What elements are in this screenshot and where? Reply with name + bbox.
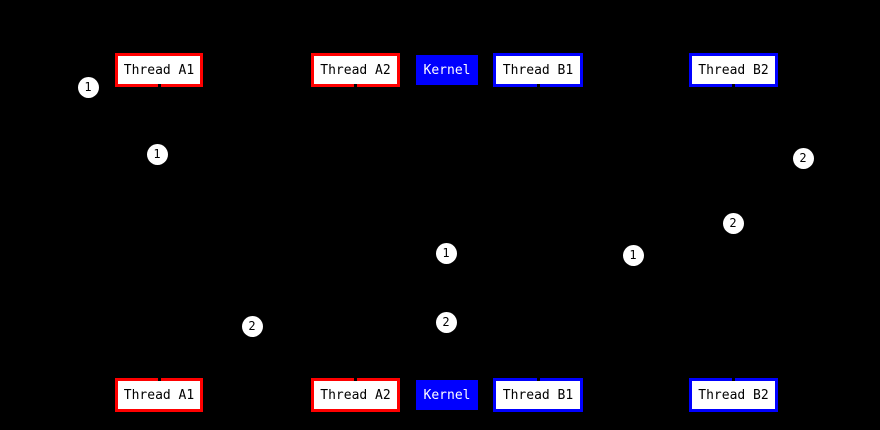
participant-label: Thread A2 — [320, 387, 391, 403]
participant-box-thread-a1-top: Thread A1 — [115, 53, 203, 87]
lifeline-thread-b1 — [536, 84, 540, 381]
participant-label: Thread B2 — [698, 62, 769, 78]
step-marker-2: 2 — [792, 147, 814, 169]
step-marker-number: 1 — [153, 147, 161, 161]
participant-box-thread-b2-bottom: Thread B2 — [689, 378, 778, 412]
step-marker-number: 2 — [442, 315, 450, 329]
step-marker-1: 1 — [77, 76, 99, 98]
step-marker-1: 1 — [435, 242, 457, 264]
participant-label: Thread A1 — [123, 62, 195, 78]
participant-label: Thread B1 — [502, 62, 574, 78]
participant-label: Thread A1 — [123, 387, 195, 403]
participant-label: Thread B2 — [698, 387, 769, 403]
step-marker-2: 2 — [722, 212, 744, 234]
step-marker-number: 1 — [629, 248, 637, 262]
lifeline-kernel — [445, 86, 449, 379]
participant-label: Kernel — [423, 62, 471, 78]
participant-box-kernel-top: Kernel — [416, 55, 478, 85]
lifeline-thread-a1 — [157, 84, 161, 381]
participant-label: Thread A2 — [320, 62, 391, 78]
step-marker-2: 2 — [435, 311, 457, 333]
step-marker-number: 2 — [799, 151, 807, 165]
step-marker-1: 1 — [146, 143, 168, 165]
participant-box-thread-a2-top: Thread A2 — [311, 53, 400, 87]
lifeline-thread-a2 — [354, 84, 357, 381]
step-marker-1: 1 — [622, 244, 644, 266]
step-marker-number: 2 — [729, 216, 737, 230]
step-marker-number: 2 — [248, 319, 256, 333]
participant-box-thread-a1-bottom: Thread A1 — [115, 378, 203, 412]
participant-label: Thread B1 — [502, 387, 574, 403]
participant-box-kernel-bottom: Kernel — [416, 380, 478, 410]
step-marker-2: 2 — [241, 315, 263, 337]
participant-box-thread-b1-top: Thread B1 — [493, 53, 583, 87]
step-marker-number: 1 — [442, 246, 450, 260]
step-marker-number: 1 — [84, 80, 92, 94]
participant-label: Kernel — [423, 387, 471, 403]
